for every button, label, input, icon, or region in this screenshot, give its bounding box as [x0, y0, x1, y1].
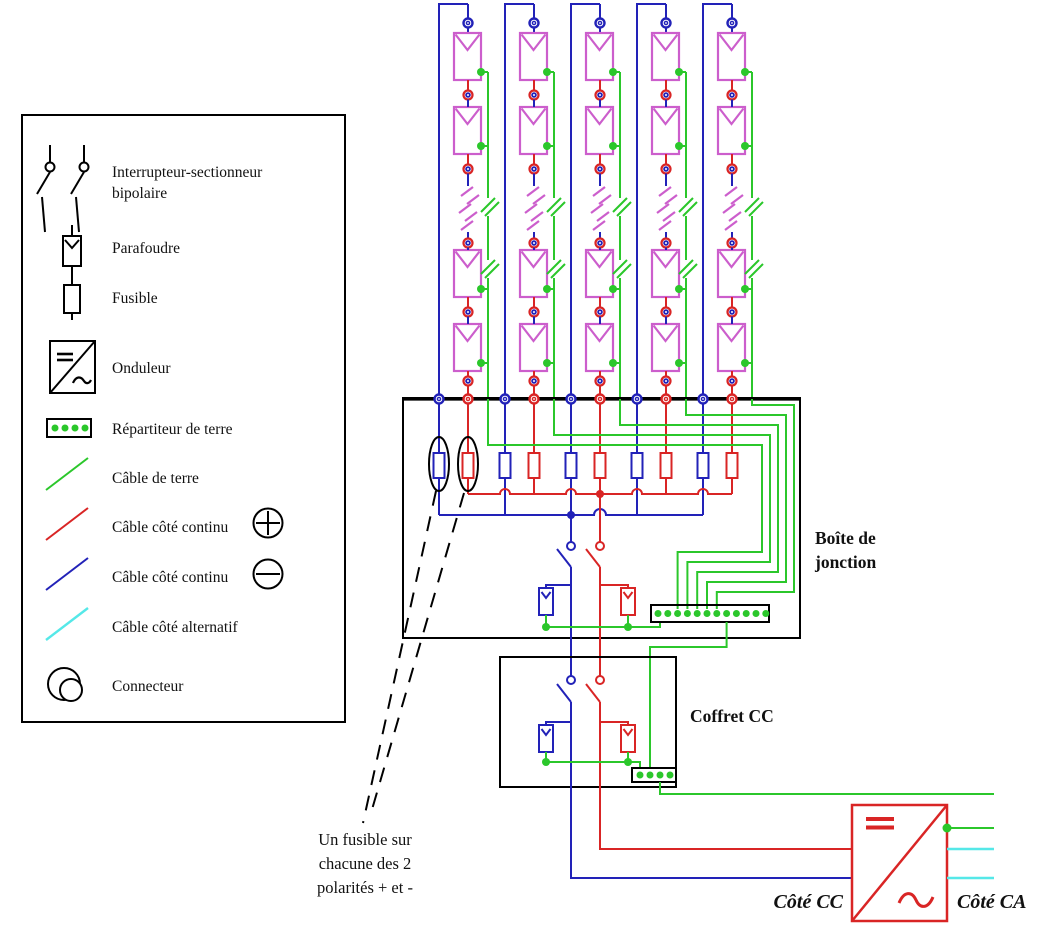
earth-link — [649, 622, 728, 768]
fuse-note: chacune des 2 — [319, 854, 412, 873]
surge-protectors — [538, 721, 641, 768]
earth-busbar-icon — [46, 418, 92, 438]
dc-negative-cable-icon — [45, 557, 89, 591]
inverter — [850, 803, 994, 923]
legend-label: Parafoudre — [112, 240, 180, 257]
dc-box — [499, 656, 852, 879]
legend-label: Câble côté continu — [112, 519, 228, 536]
inverter-icon — [49, 340, 96, 394]
connector-icon — [47, 667, 83, 702]
earth-routing — [487, 399, 795, 609]
dc-side-label: Côté CC — [774, 891, 844, 913]
ac-side-label: Côté CA — [957, 891, 1026, 913]
minus-circle-icon — [252, 558, 284, 590]
pv-string — [500, 4, 566, 515]
pv-string — [566, 4, 632, 515]
dc-switch — [556, 675, 605, 703]
earth-cable-icon — [45, 457, 89, 491]
pv-array — [434, 4, 764, 515]
legend-label: Câble de terre — [112, 470, 199, 487]
fuse-icon — [63, 275, 81, 320]
junction-box-label: jonction — [814, 552, 877, 572]
legend: Interrupteur-sectionneur bipolaire Paraf… — [21, 114, 346, 723]
legend-label: Onduleur — [112, 360, 171, 377]
legend-label: bipolaire — [112, 185, 167, 202]
note-leader-lines — [362, 490, 465, 824]
pv-string — [698, 4, 764, 515]
surge-protectors — [538, 584, 661, 631]
earth-busbar — [650, 604, 770, 623]
legend-label: Câble côté alternatif — [112, 619, 238, 636]
surge-protector-icon — [62, 225, 82, 277]
ac-symbol — [897, 892, 935, 908]
dc-switch — [556, 494, 605, 568]
fuse-callout — [428, 436, 479, 492]
plus-circle-icon — [252, 507, 284, 539]
bipolar-switch-icon — [36, 145, 90, 233]
pv-string — [632, 4, 698, 515]
ac-cable-icon — [45, 607, 89, 641]
junction-box — [402, 393, 801, 676]
legend-label: Connecteur — [112, 678, 184, 695]
earth-busbar — [631, 767, 677, 783]
legend-label: Fusible — [112, 290, 158, 307]
dc-positive-cable-icon — [45, 507, 89, 541]
fuse-note: Un fusible sur — [318, 830, 412, 849]
legend-label: Câble côté continu — [112, 569, 228, 586]
dc-box-label: Coffret CC — [690, 706, 774, 726]
junction-box-label: Boîte de — [815, 528, 876, 548]
earth-to-ac — [659, 782, 994, 795]
fuse-note: polarités + et - — [317, 878, 413, 897]
legend-label: Répartiteur de terre — [112, 421, 233, 438]
dc-symbol — [866, 817, 894, 830]
legend-label: Interrupteur-sectionneur — [112, 164, 263, 181]
